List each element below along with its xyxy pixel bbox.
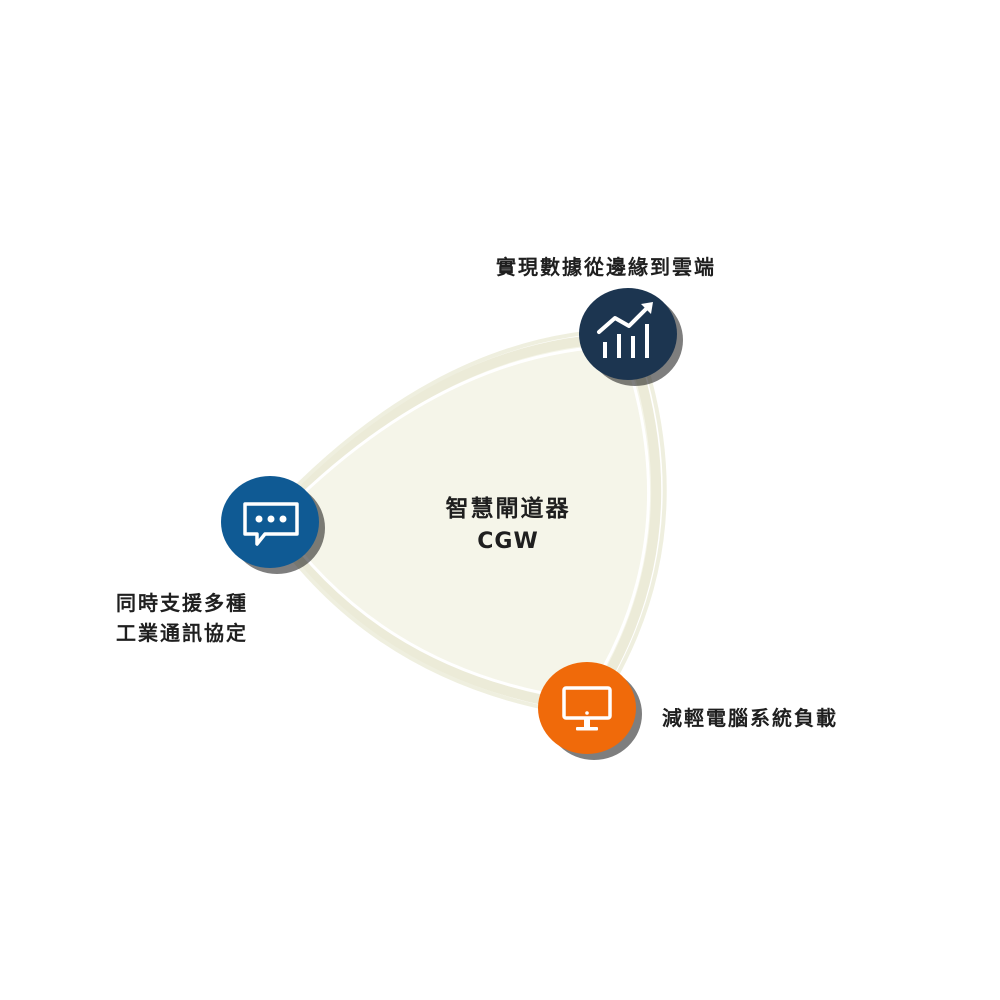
- triangle-outer-line: [261, 327, 667, 719]
- center-title: 智慧閘道器: [445, 496, 571, 522]
- center-label: 智慧閘道器 CGW: [408, 492, 608, 558]
- left-node-label-line-1: 同時支援多種: [116, 591, 248, 615]
- bottom-node-label: 減輕電腦系統負載: [662, 706, 838, 730]
- bottom-node: [538, 662, 642, 760]
- bar-chart-trend-icon: [597, 302, 653, 358]
- top-node: [579, 288, 683, 386]
- left-node: [221, 476, 325, 574]
- top-node-label: 實現數據從邊緣到雲端: [496, 255, 716, 279]
- monitor-icon: [562, 686, 612, 731]
- center-subtitle: CGW: [477, 529, 539, 554]
- triangle-inner-line: [274, 344, 651, 702]
- left-node-label-line-2: 工業通訊協定: [116, 621, 248, 645]
- chat-bubble-icon: [243, 502, 299, 546]
- left-node-label: 同時支援多種 工業通訊協定: [116, 588, 248, 648]
